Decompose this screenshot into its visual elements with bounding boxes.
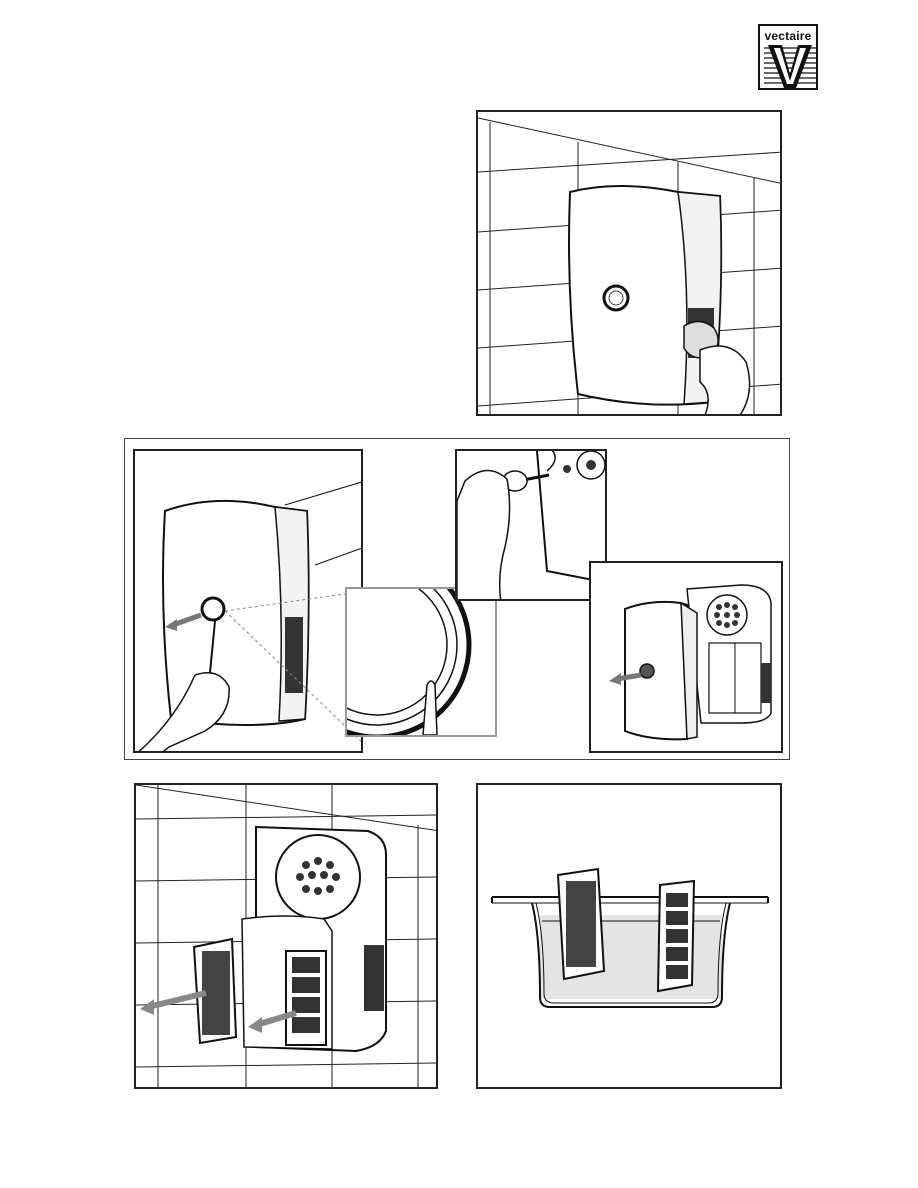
cover-edge-zoom-icon bbox=[347, 589, 495, 735]
wash-filters-in-basin-icon bbox=[478, 785, 782, 1089]
figure-unscrew-knob bbox=[455, 449, 607, 601]
cover-detached-icon bbox=[591, 563, 783, 753]
figure-wash-filters bbox=[476, 783, 782, 1089]
zoom-inset-cover-edge bbox=[345, 587, 497, 737]
pull-out-filters-icon bbox=[136, 785, 438, 1089]
figure-lever-cover bbox=[133, 449, 363, 753]
vectaire-v-logo-icon bbox=[760, 26, 820, 92]
wipe-unit-with-cloth-icon bbox=[478, 112, 782, 416]
cover-removal-steps-group bbox=[124, 438, 790, 760]
figure-remove-filters bbox=[134, 783, 438, 1089]
unscrew-knob-icon bbox=[457, 451, 607, 601]
brand-logo: vectaire bbox=[758, 24, 818, 90]
figure-cover-detached bbox=[589, 561, 783, 753]
lever-cover-off-icon bbox=[135, 451, 363, 753]
figure-wipe-unit bbox=[476, 110, 782, 416]
